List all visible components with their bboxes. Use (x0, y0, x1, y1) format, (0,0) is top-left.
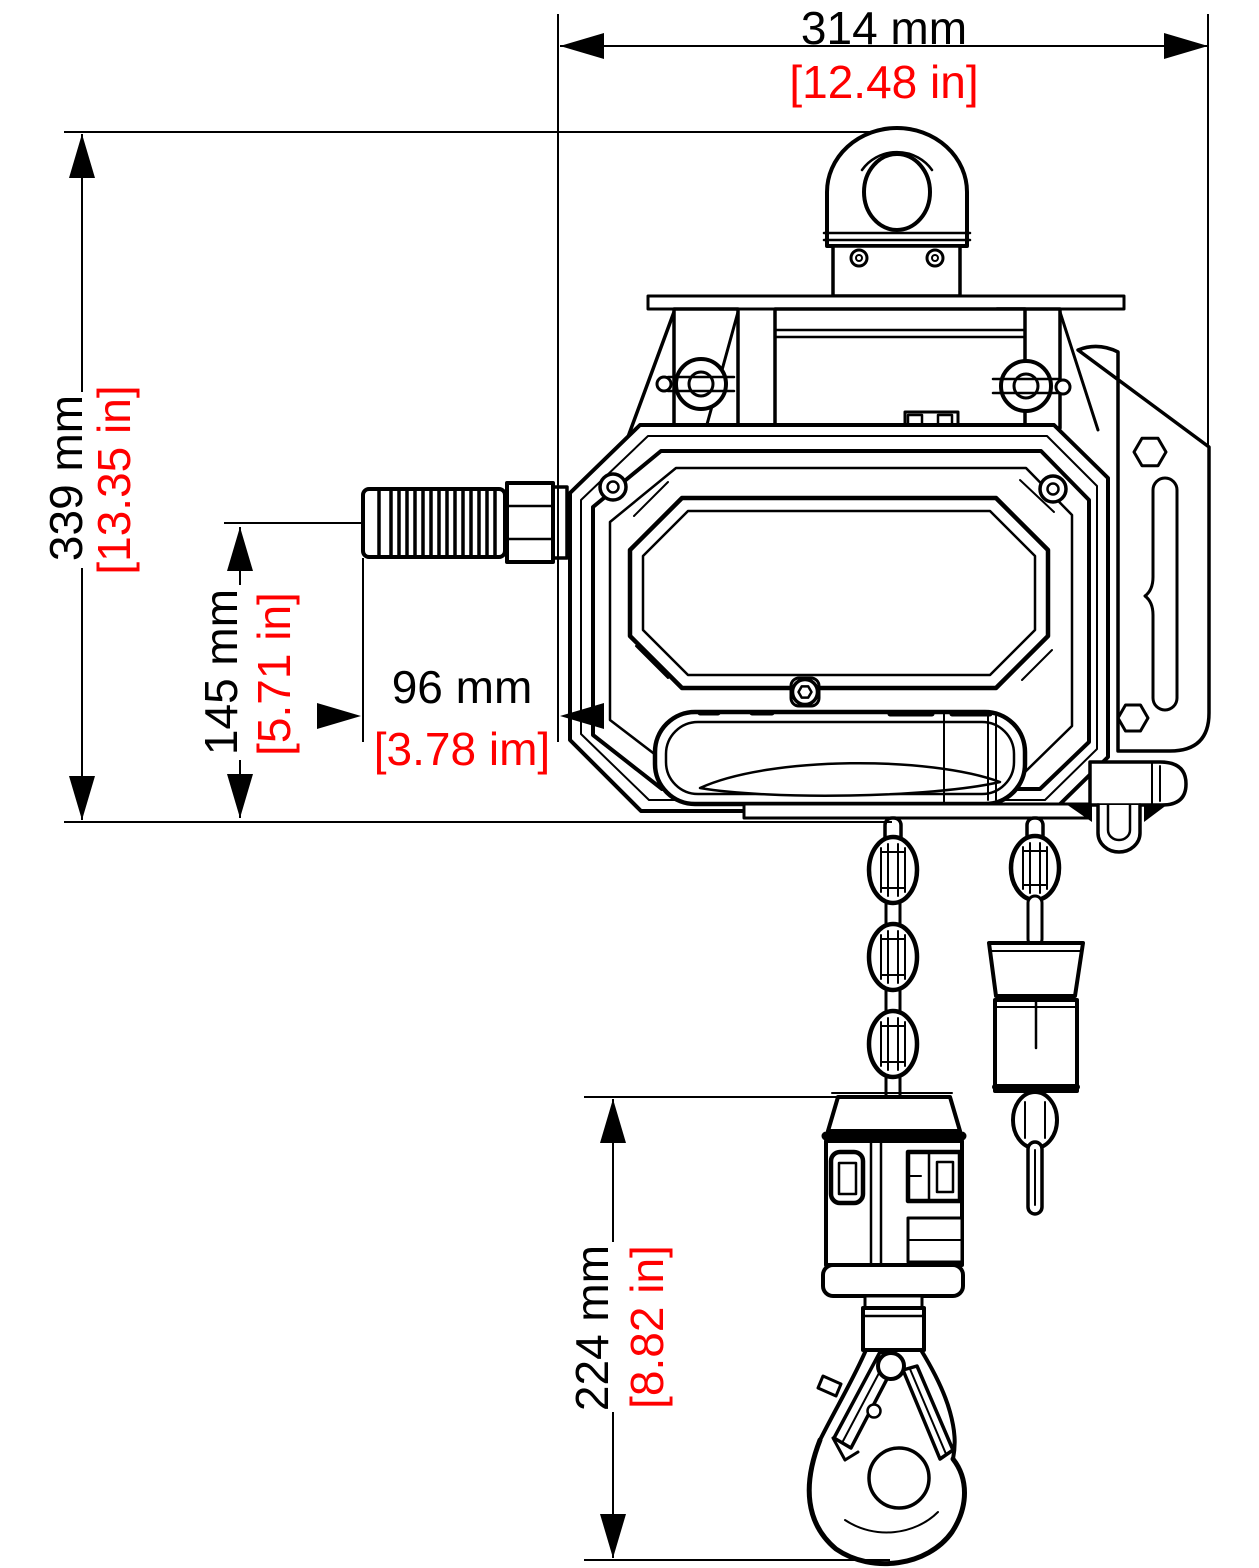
slack-chain (987, 816, 1085, 1216)
hook-bowl (806, 1437, 967, 1567)
plate-hole-bottom (1116, 703, 1150, 733)
plate-hole-top (1132, 436, 1168, 468)
cover-screw-top-right (1038, 474, 1068, 504)
arrowhead-up (69, 134, 95, 178)
hand-guard (652, 709, 1028, 807)
hoist-drawing (361, 126, 1211, 1567)
cable-gland (361, 481, 569, 564)
yoke-top-bar (646, 294, 1126, 311)
gland-height-metric-label: 145 mm (195, 589, 247, 755)
width-imperial-label: [12.48 in] (789, 56, 978, 108)
chain-link (866, 834, 920, 906)
arrowhead-right (317, 703, 361, 729)
dimension-overall-height: 339 mm [13.35 in] (40, 131, 892, 823)
width-metric-label: 314 mm (801, 2, 967, 54)
side-mounting-plate (1076, 344, 1211, 753)
height-metric-label: 339 mm (40, 395, 92, 561)
hook-opening (867, 1446, 931, 1510)
load-chain (866, 816, 920, 1104)
gland-height-imperial-label: [5.71 in] (248, 592, 300, 756)
dimension-hook-block-height: 224 mm [8.82 in] (566, 1096, 890, 1561)
inspection-window (627, 495, 1051, 691)
suspension-eye (822, 126, 972, 298)
suspension-yoke (619, 294, 1126, 458)
eye-hole (862, 152, 932, 232)
arrowhead-down (600, 1514, 626, 1558)
block-side-slot (828, 1149, 866, 1206)
arrowhead-left (560, 703, 604, 729)
hook-block (821, 1092, 967, 1352)
dimension-gland-height: 145 mm [5.71 in] (195, 522, 364, 818)
arrowhead-down (69, 776, 95, 820)
swivel-collar (861, 1306, 926, 1352)
cover-screw-top-left (598, 472, 628, 502)
safety-hook (806, 1348, 967, 1567)
chain-guide-fitting (1066, 760, 1188, 854)
arrowhead-up (600, 1099, 626, 1143)
arrowhead-down (227, 774, 253, 818)
arrowhead-up (227, 527, 253, 571)
chain-end-stop (987, 941, 1085, 1093)
protrusion-imperial-label: [3.78 im] (374, 723, 550, 775)
cover-screw-bottom (790, 677, 820, 707)
plate-slot (1143, 476, 1179, 712)
gland-ribbed-body (361, 487, 507, 559)
latch-pivot (876, 1351, 906, 1381)
gear-housing (568, 423, 1110, 813)
chain-link (866, 1008, 920, 1080)
chain-link (866, 921, 920, 993)
dimension-overall-width: 314 mm [12.48 in] (557, 2, 1209, 742)
height-imperial-label: [13.35 in] (88, 385, 140, 574)
bottom-tray (742, 802, 1092, 820)
cover-ring-outer (591, 449, 1091, 791)
hook-block-imperial-label: [8.82 in] (621, 1245, 673, 1409)
arrowhead-right (1164, 33, 1208, 59)
gland-ribs (377, 489, 497, 557)
dimension-gland-protrusion: 96 mm [3.78 im] (317, 558, 604, 775)
chain-link (1008, 833, 1062, 903)
hook-block-metric-label: 224 mm (566, 1245, 618, 1411)
gland-hex-nut (505, 481, 555, 564)
arrowhead-left (560, 33, 604, 59)
yoke-center-block (773, 307, 1027, 430)
protrusion-metric-label: 96 mm (392, 661, 533, 713)
chain-link (1011, 1090, 1059, 1150)
window-glass (641, 509, 1037, 677)
